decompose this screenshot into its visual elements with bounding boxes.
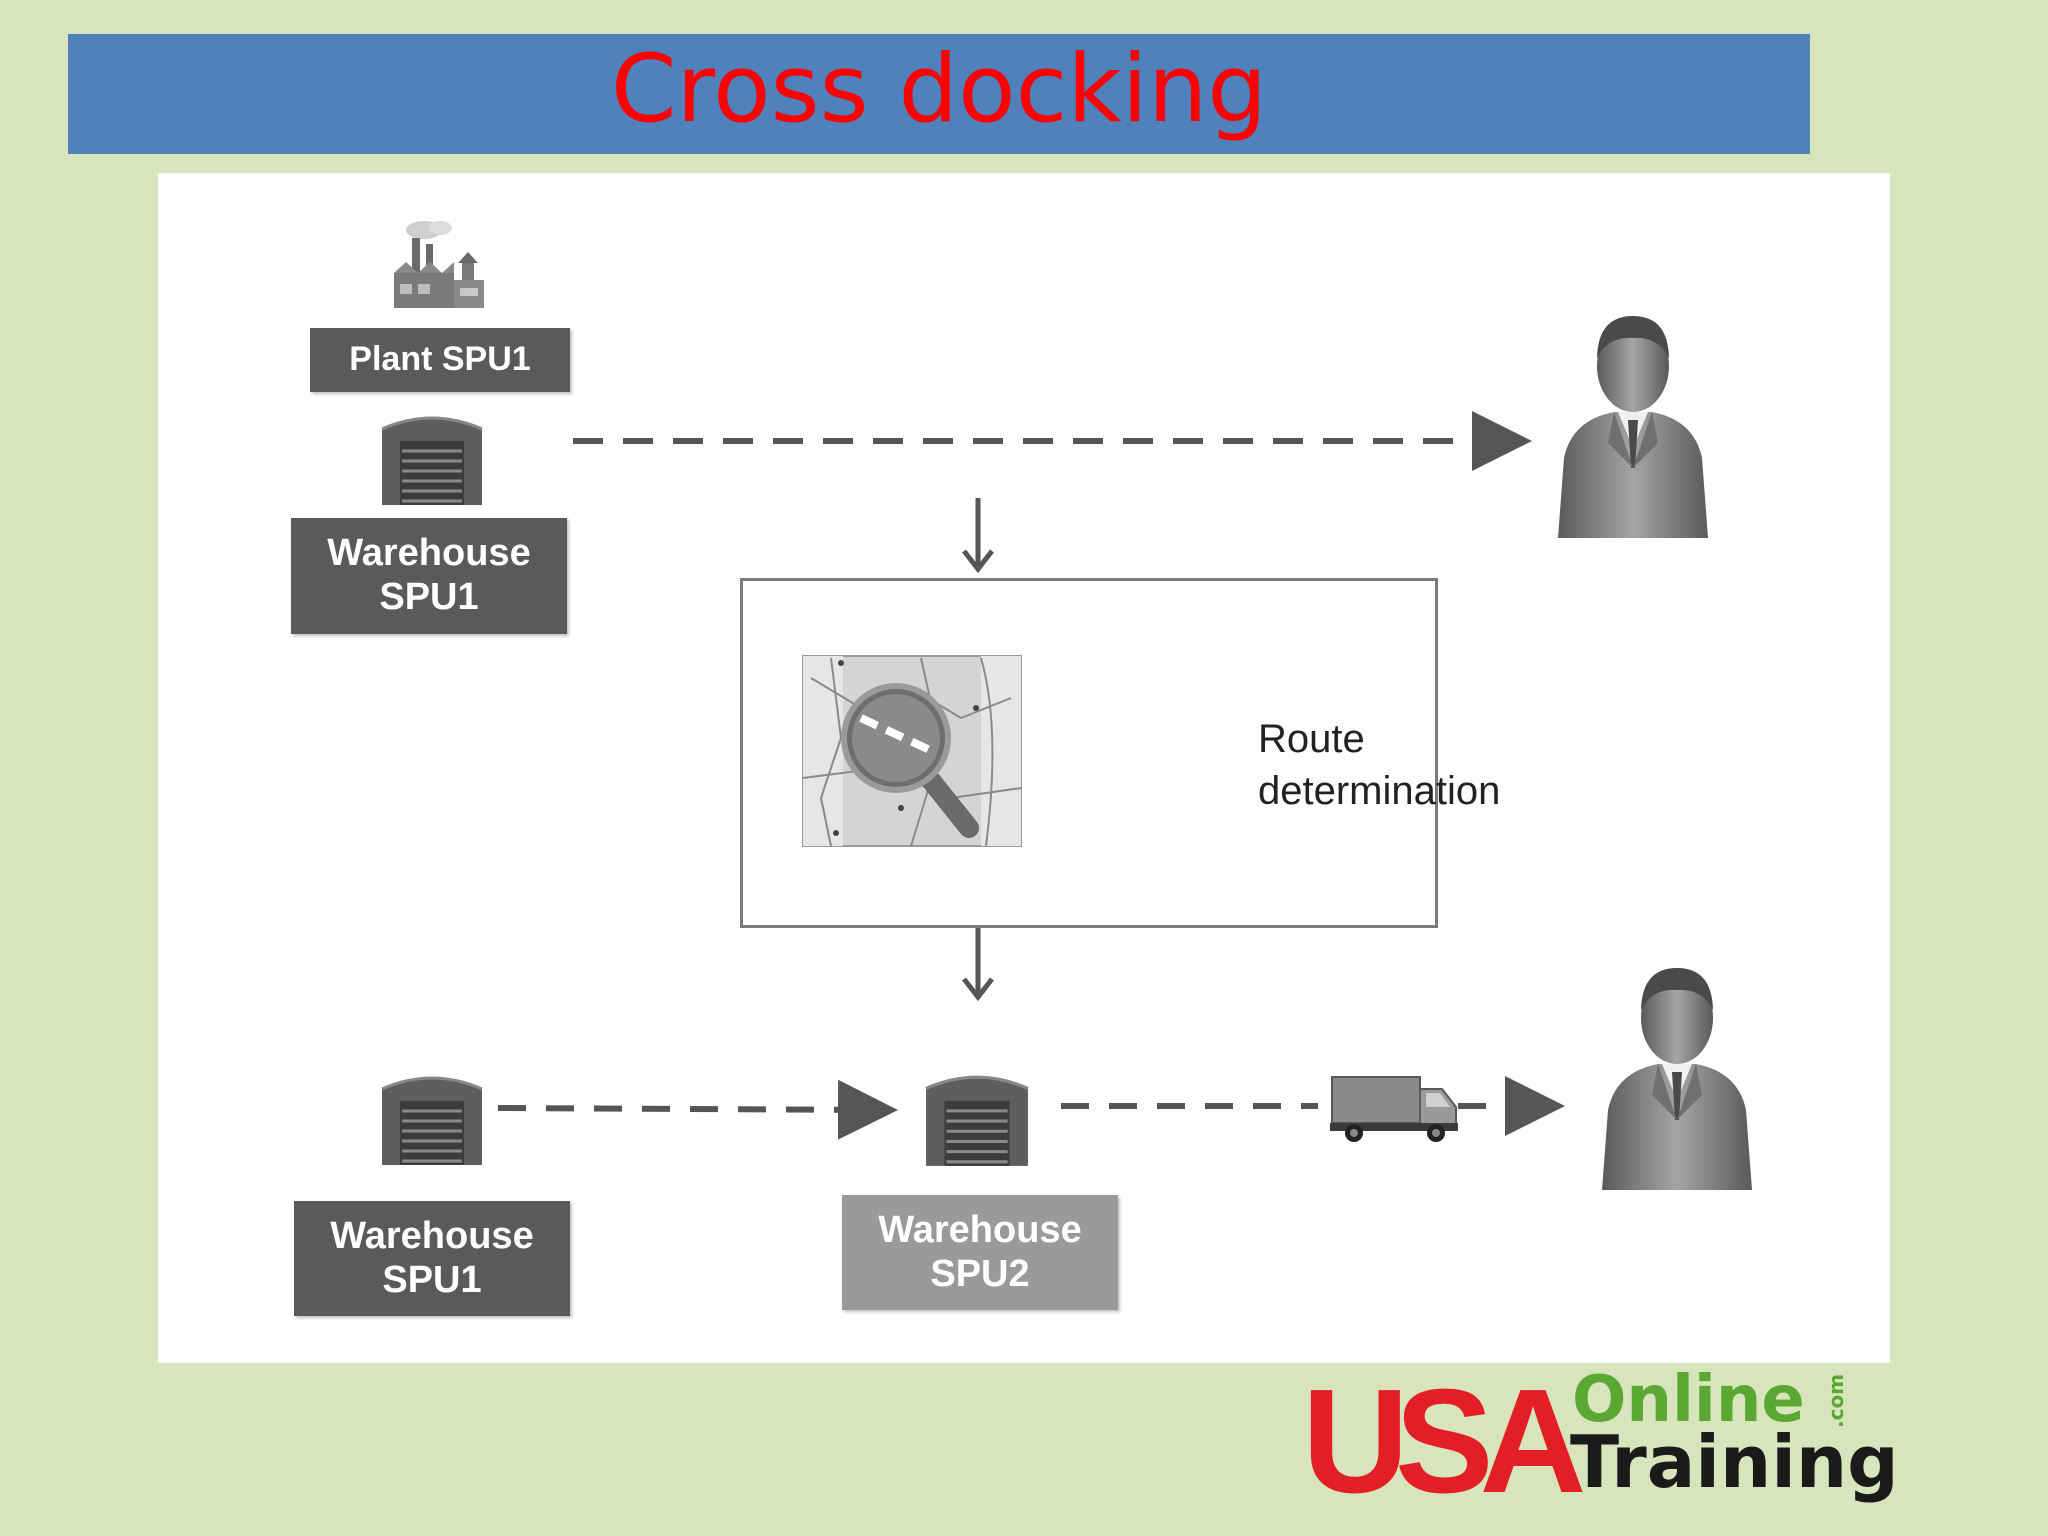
warehouse-bl-line1: Warehouse	[330, 1214, 534, 1257]
map-magnifier-icon	[801, 648, 1026, 858]
warehouse-top-line2: SPU1	[379, 576, 479, 618]
customer-person-icon-top	[1558, 308, 1708, 543]
title-bar: Cross docking	[68, 34, 1810, 154]
route-determination-text: Route determination	[1258, 713, 1500, 817]
warehouse-top-line1: Warehouse	[327, 532, 531, 575]
arrow-down-to-route	[962, 498, 994, 574]
warehouse-bm-line1: Warehouse	[878, 1208, 1082, 1251]
factory-icon	[384, 218, 494, 313]
customer-person-icon-bottom	[1602, 960, 1752, 1195]
warehouse-spu1-bottom-label: Warehouse SPU1	[294, 1201, 570, 1316]
truck-icon	[1330, 1073, 1462, 1145]
warehouse-bl-line2: SPU1	[382, 1258, 482, 1301]
plant-spu1-label: Plant SPU1	[310, 328, 570, 392]
connectors	[497, 411, 1565, 1140]
logo-training: Training	[1570, 1420, 1899, 1504]
usa-online-training-logo: USA Online Training .com	[1302, 1363, 1899, 1516]
diagram-panel: Plant SPU1 Warehouse SPU1	[158, 173, 1890, 1363]
plant-label-text: Plant SPU1	[349, 340, 531, 379]
warehouse-spu2-label: Warehouse SPU2	[842, 1195, 1118, 1310]
slide-title: Cross docking	[610, 35, 1268, 144]
route-line2: determination	[1258, 769, 1501, 813]
route-line1: Route	[1258, 717, 1365, 761]
warehouse-bm-line2: SPU2	[930, 1252, 1030, 1295]
arrow-spu1-to-spu2	[497, 1079, 898, 1140]
warehouse-icon-bottom-mid	[924, 1070, 1030, 1168]
arrow-route-down	[962, 928, 994, 1002]
warehouse-icon-bottom-left	[380, 1071, 484, 1167]
logo-online: Online	[1572, 1363, 1805, 1437]
warehouse-icon	[380, 411, 484, 507]
logo-com: .com	[1824, 1373, 1848, 1428]
warehouse-spu1-top-label: Warehouse SPU1	[291, 518, 567, 634]
logo-usa: USA	[1302, 1359, 1587, 1524]
